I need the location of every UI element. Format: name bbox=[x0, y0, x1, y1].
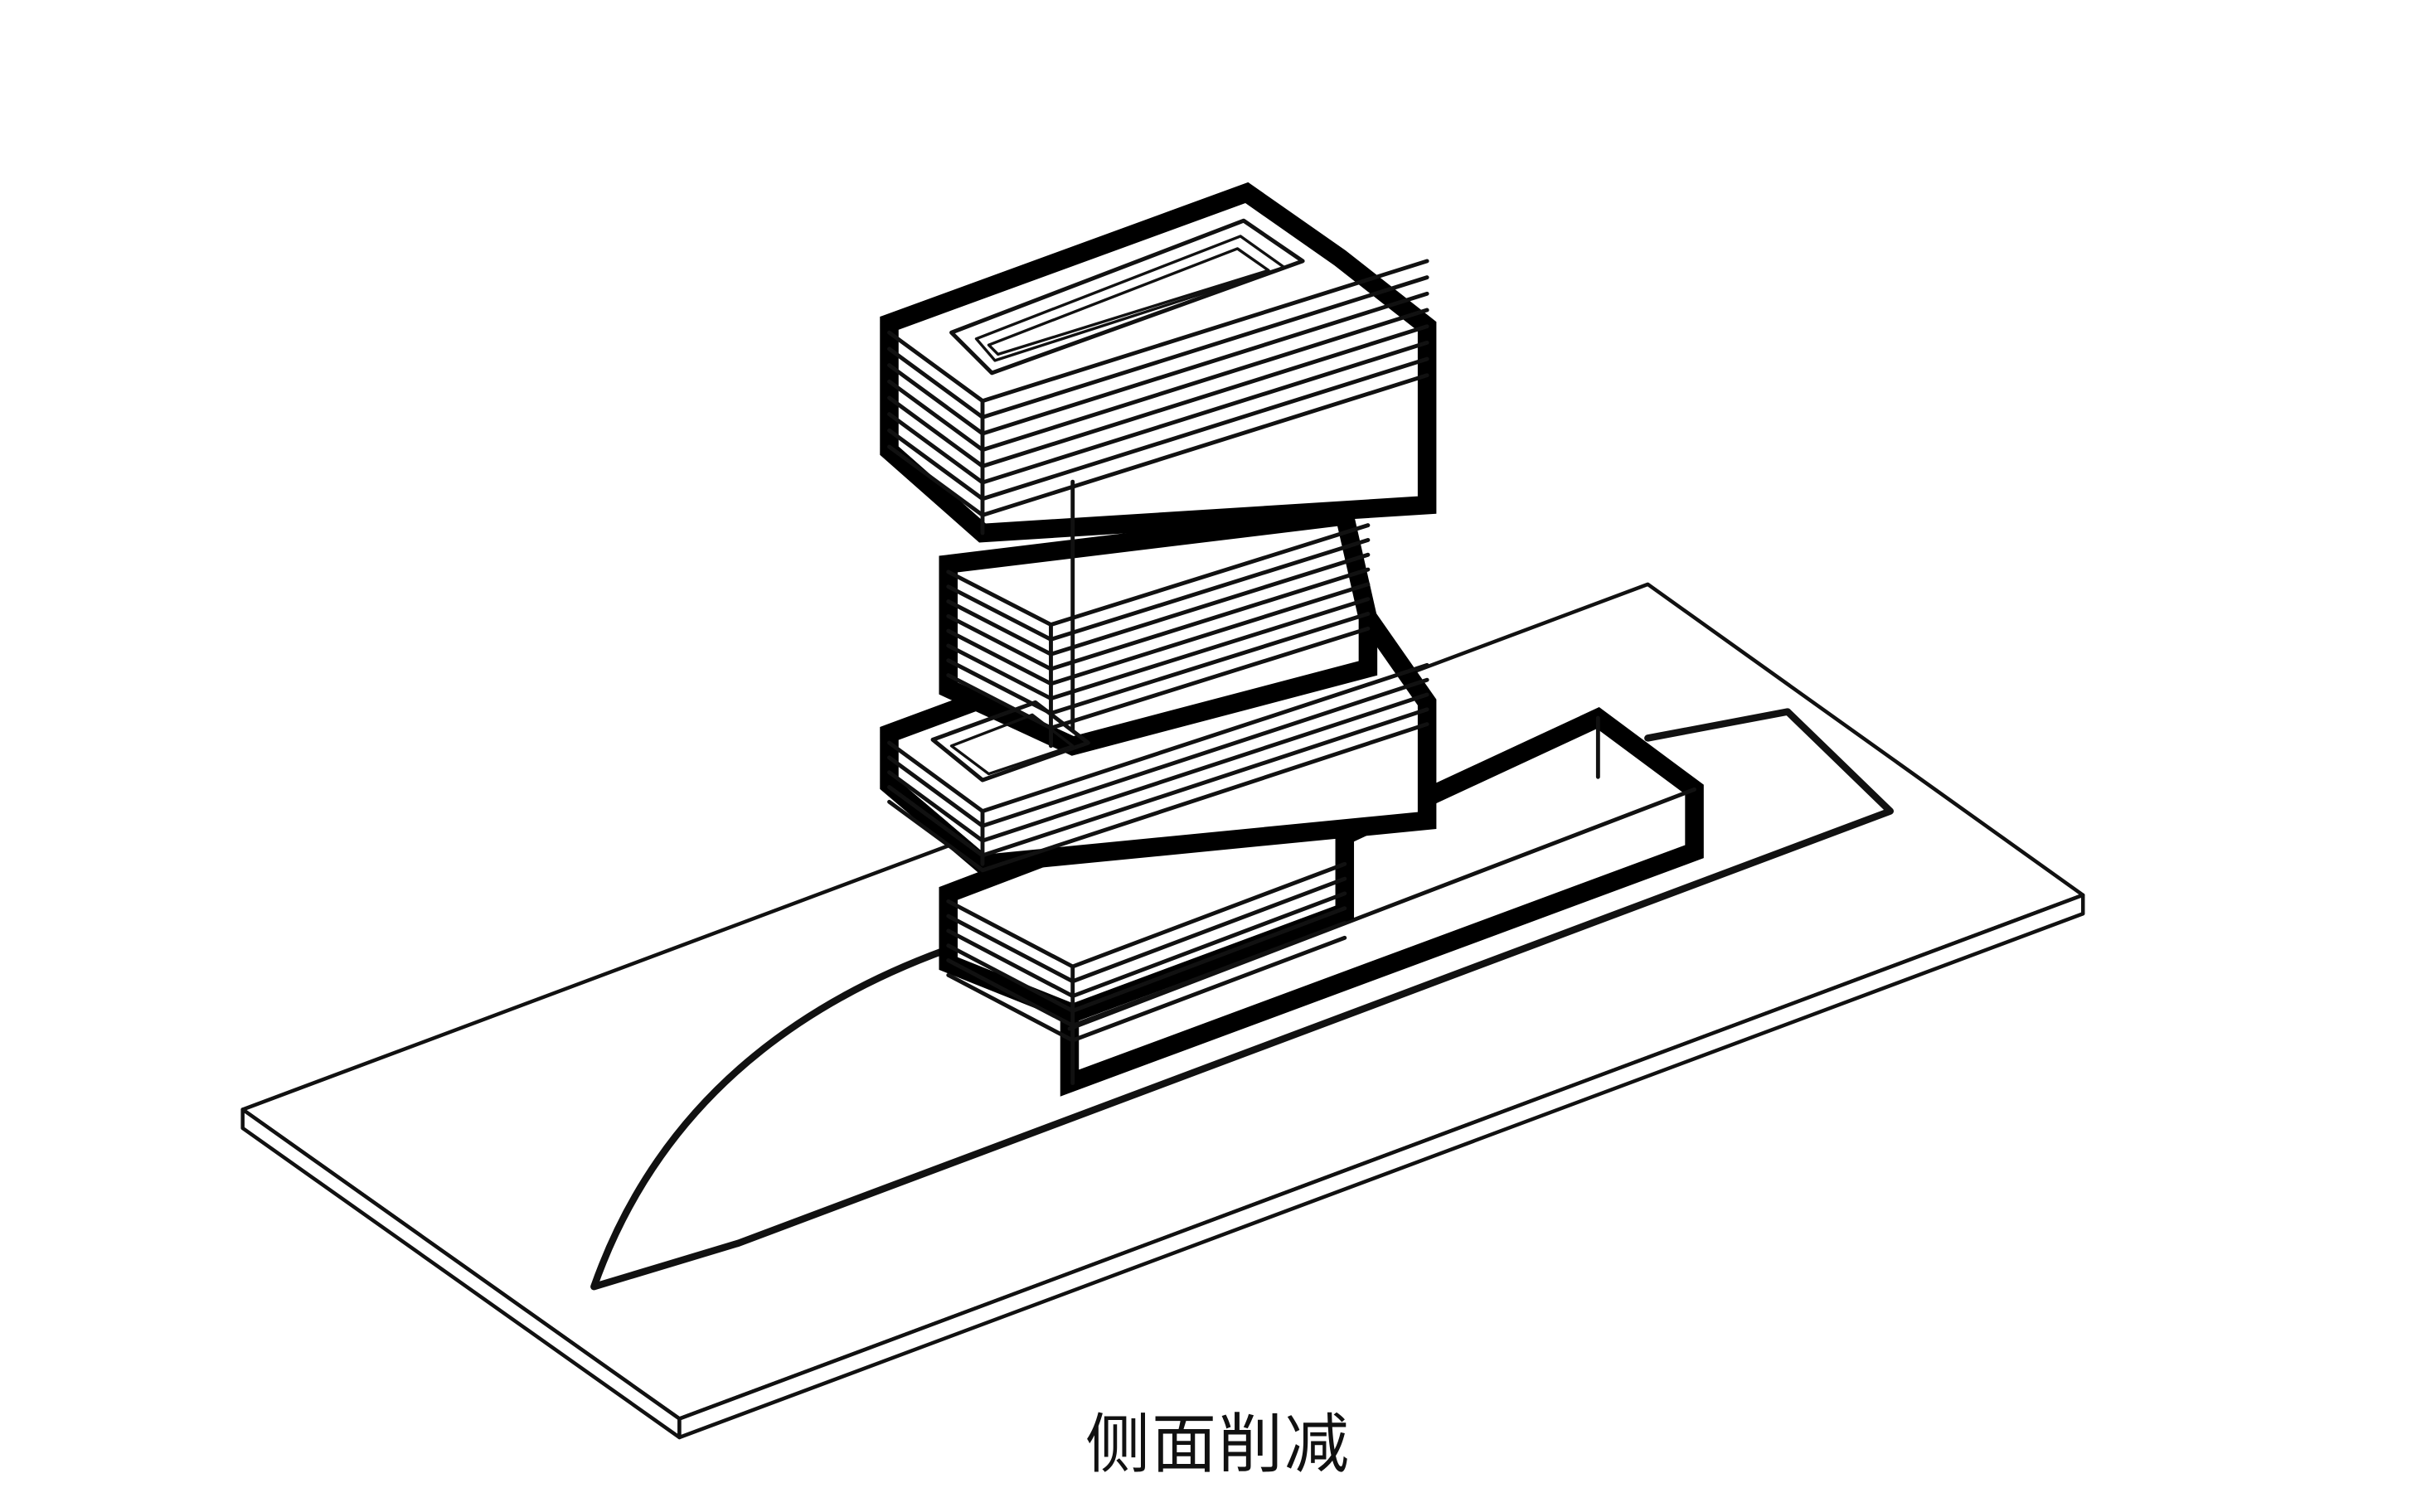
lower-courtyard-opening bbox=[930, 700, 1090, 783]
top-courtyard-opening bbox=[949, 218, 1305, 376]
module-2-floor-line bbox=[1049, 597, 1371, 701]
module-2-floor-line bbox=[1049, 612, 1371, 715]
module-4-floor-line bbox=[1070, 906, 1347, 1013]
module-3-floor-line bbox=[980, 707, 1429, 858]
module-4-floor-line bbox=[946, 914, 1075, 984]
module-1-floor-line bbox=[980, 340, 1429, 485]
module-4-floor-line bbox=[1070, 891, 1347, 999]
tower-module-1 bbox=[880, 182, 1437, 543]
module-3-floor-line bbox=[980, 722, 1429, 873]
module-4-floor-line bbox=[946, 972, 1075, 1043]
module-2-floor-line bbox=[946, 613, 1053, 671]
module-4-floor-line bbox=[1070, 935, 1347, 1043]
module-1-floor-line bbox=[887, 395, 985, 468]
module-4-floor-line bbox=[946, 958, 1075, 1028]
tower-module-2 bbox=[939, 505, 1378, 756]
module-1-floor-line bbox=[980, 291, 1429, 436]
module-4-floor-line bbox=[1070, 921, 1347, 1028]
diagram-caption: 侧面削减 bbox=[1085, 1408, 1351, 1482]
site-plaza-outline bbox=[590, 708, 1894, 1291]
module-1-floor-line bbox=[887, 346, 985, 419]
module-3-floor-line bbox=[887, 740, 985, 813]
module-1-floor-line bbox=[980, 259, 1429, 404]
module-3-floor-line bbox=[887, 755, 985, 828]
module-2-floor-line bbox=[1049, 582, 1371, 686]
module-1-floor-line bbox=[887, 330, 985, 404]
module-2-floor-line bbox=[946, 643, 1053, 701]
module-4-floor-line bbox=[946, 928, 1075, 999]
module-3-floor-line bbox=[980, 677, 1429, 828]
module-2-floor-line bbox=[1049, 567, 1371, 671]
module-3-floor-line bbox=[887, 785, 985, 858]
module-2-floor-line bbox=[946, 584, 1053, 642]
module-2-floor-line bbox=[1049, 537, 1371, 642]
module-3-floor-line bbox=[887, 799, 985, 873]
module-1-floor-line bbox=[887, 444, 985, 517]
module-2-floor-line bbox=[946, 599, 1053, 657]
module-1-floor-line bbox=[887, 379, 985, 453]
module-2-floor-line bbox=[1049, 523, 1371, 628]
module-4-floor-line bbox=[1070, 876, 1347, 984]
module-3-floor-line bbox=[980, 662, 1429, 813]
module-1-floor-line bbox=[980, 308, 1429, 453]
module-1-floor-line bbox=[887, 428, 985, 502]
module-1-floor-line bbox=[887, 363, 985, 436]
module-1-floor-line bbox=[980, 324, 1429, 468]
module-2-floor-line bbox=[946, 673, 1053, 730]
module-4-floor-line bbox=[946, 899, 1075, 969]
module-1-floor-line bbox=[887, 412, 985, 485]
module-2-floor-line bbox=[1049, 626, 1371, 730]
module-4-floor-line bbox=[946, 943, 1075, 1013]
module-1-floor-line bbox=[980, 275, 1429, 419]
module-3-floor-line bbox=[980, 692, 1429, 843]
module-2-floor-line bbox=[1049, 552, 1371, 657]
module-4-floor-line bbox=[1070, 861, 1347, 969]
module-3-floor-line bbox=[887, 770, 985, 843]
module-2-floor-line bbox=[946, 569, 1053, 628]
module-2-floor-line bbox=[946, 628, 1053, 686]
module-1-floor-line bbox=[980, 373, 1429, 517]
module-1-floor-line bbox=[980, 356, 1429, 502]
